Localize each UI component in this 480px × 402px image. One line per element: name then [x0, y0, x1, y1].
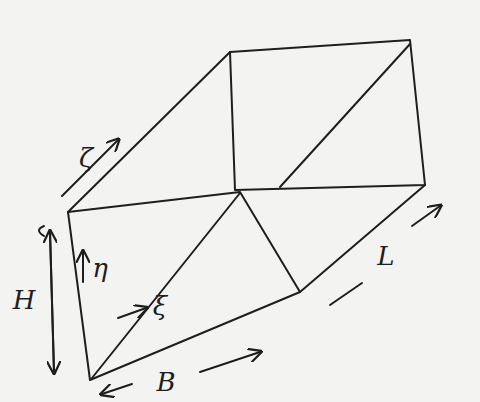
axis-label: η [92, 255, 108, 281]
l-arrow-start [330, 283, 362, 305]
height-arrow [39, 226, 54, 372]
dimension-label: H [13, 287, 36, 313]
front-diagonal [92, 193, 240, 378]
height-arrow-up [50, 232, 54, 372]
back-diagonal [280, 44, 410, 187]
xi-arrow [118, 308, 146, 318]
zeta-arrow [62, 140, 118, 196]
front-face [68, 192, 300, 380]
b-arrow-left [102, 384, 132, 394]
eta-arrow [82, 252, 84, 282]
l-arrow-end [412, 206, 440, 226]
dimension-label: B [156, 369, 175, 395]
back-face [230, 40, 425, 190]
axis-label: ζ [79, 145, 93, 171]
dimension-label: L [377, 243, 394, 269]
axis-label: ξ [153, 293, 167, 319]
b-arrow-right [200, 352, 260, 372]
bottom-edge [300, 185, 425, 292]
top-edge [68, 52, 230, 212]
